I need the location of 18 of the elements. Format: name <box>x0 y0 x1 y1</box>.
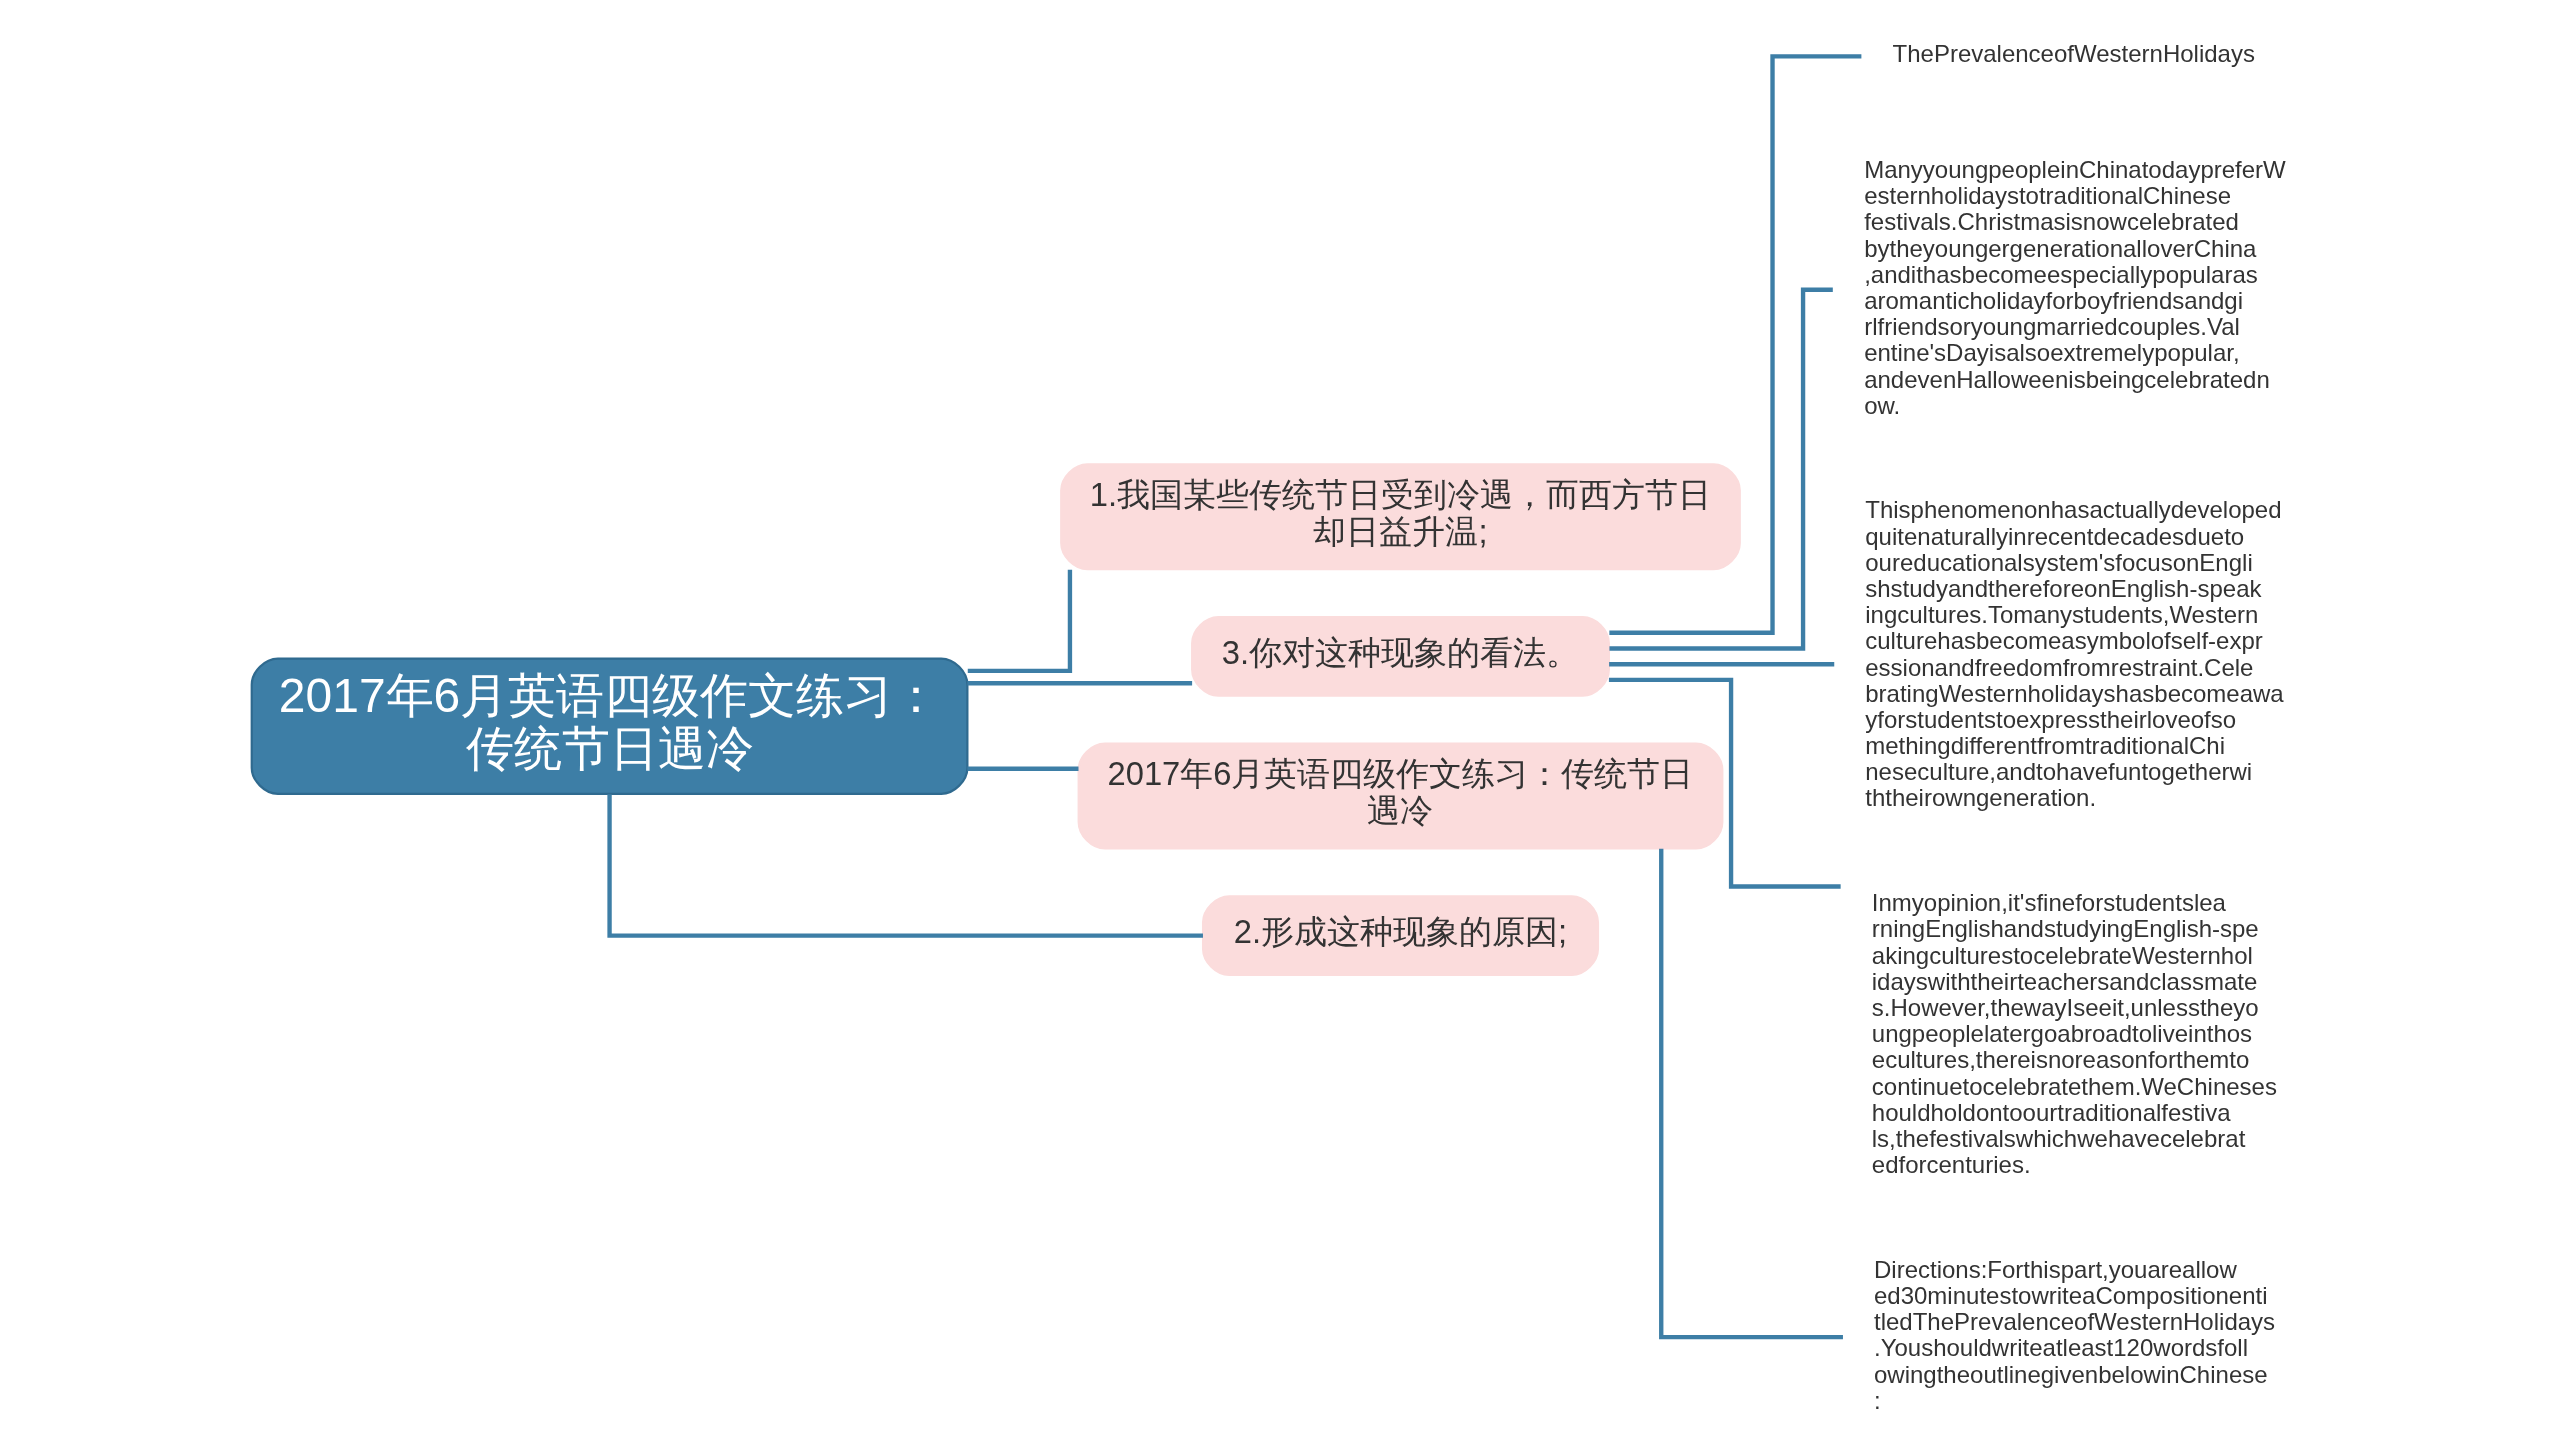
connector <box>1608 677 1841 889</box>
connector <box>1608 662 1834 667</box>
connector <box>966 766 1078 771</box>
connector <box>1658 848 1843 1340</box>
node-text: Inmyopinion,it'sfineforstudentslearningEnglishandstudyingEnglish-speakingculturestocelebrateWesternholidayswiththeirteachersandclassmates.However,thewayIseeit,unlesstheyoungpeoplelatergoabroadtoliveinthosecultures,thereisnoreasonforthemtocontinuetocelebratethem.WeChineseshouldholdontoourtraditionalfestivals,thefestivalswhichwehavecelebratedforcenturies. <box>1871 889 2277 1179</box>
node-text: Thisphenomenonhasactuallydevelopedquitenaturallyinrecentdecadesduetooureducationalsystem'sfocusonEnglishstudyandthereforeonEnglish-speakingcultures.Tomanystudents,Westernculturehasbecomeasymbolofself-expressionandfreedomfromrestraint.CelebratingWesternholidayshasbecomeawayforstudentstoexpresstheirloveofsomethingdifferentfromtraditionalChineseculture,andtohavefuntogetherwiththeirowngeneration. <box>1864 496 2284 812</box>
node-box: 1.我国某些传统节日受到冷遇，而西方节日却日益升温; <box>1059 463 1741 571</box>
connector <box>966 681 1192 686</box>
node-box: 2017年6月英语四级作文练习：传统节日遇冷 <box>250 657 968 795</box>
connector <box>1608 54 1861 635</box>
node-text: Directions:Forthispart,youareallowed30minutestowriteaCompositionentitledThePrevalenceofWesternHolidays.Youshouldwriteatleast120wordsfollowingtheoutlinegivenbelowinChinese: <box>1873 1255 2275 1414</box>
node-box: 2.形成这种现象的原因; <box>1201 895 1599 976</box>
node-box: 3.你对这种现象的看法。 <box>1190 616 1610 697</box>
connector <box>967 569 1072 674</box>
node-text: ManyyoungpeopleinChinatodaypreferWesternholidaystotraditionalChinesefestivals.ChristmasisnowcelebratedbytheyoungergenerationalloverChina,andithasbecomeespeciallypopularasaromanticholidayforboyfriendsandgirlfriendsoryoungmarriedcouples.Valentine'sDayisalsoextremelypopular,andevenHalloweenisbeingcelebratednow. <box>1863 156 2286 419</box>
connector <box>606 794 1203 938</box>
node-text: ThePrevalenceofWesternHolidays <box>1892 40 2255 68</box>
node-box: 2017年6月英语四级作文练习：传统节日遇冷 <box>1077 742 1723 850</box>
